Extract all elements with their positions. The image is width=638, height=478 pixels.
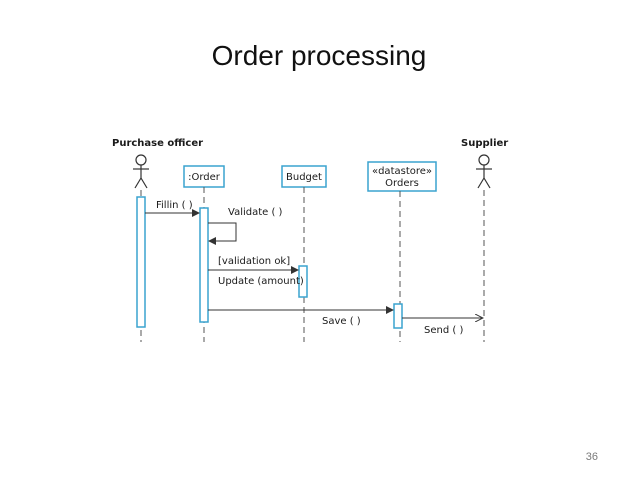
message-update-label: Update (amount): [218, 276, 304, 287]
message-validate-label: Validate ( ): [228, 207, 283, 218]
guard-label: [validation ok]: [218, 256, 290, 267]
orders-datastore-box: [367, 161, 437, 192]
activation-orders: [393, 303, 403, 329]
actor-label-purchase-officer: Purchase officer: [112, 138, 203, 149]
slide-title: Order processing: [211, 40, 427, 71]
message-send-label: Send ( ): [424, 325, 463, 336]
page-number: 36: [585, 451, 598, 463]
message-fillin-label: Fillin ( ): [156, 200, 193, 211]
budget-object-label: Budget: [286, 172, 322, 183]
activation-order: [199, 207, 209, 323]
purchase-officer-actor-icon: [133, 154, 149, 189]
orders-name-label: Orders: [385, 178, 419, 189]
activation-purchase-officer: [136, 196, 146, 328]
message-save-label: Save ( ): [322, 316, 361, 327]
order-object-label: :Order: [188, 172, 221, 183]
supplier-actor-icon: [476, 154, 492, 189]
message-validate-arrow: [208, 222, 237, 245]
actor-label-supplier: Supplier: [461, 138, 508, 149]
activation-budget: [298, 265, 308, 298]
orders-stereotype-label: «datastore»: [372, 166, 432, 177]
